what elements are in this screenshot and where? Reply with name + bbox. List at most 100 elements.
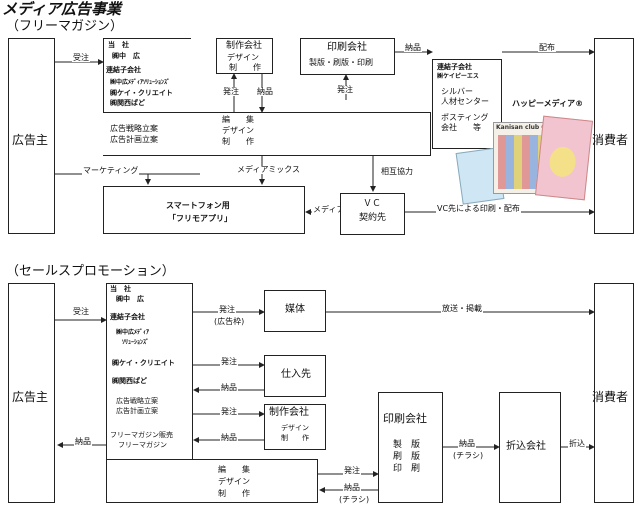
vc-box: ＶＣ 契約先 — [340, 193, 405, 235]
advertiser-box-bottom: 広告主 — [8, 283, 55, 503]
insert-company-box: 折込会社 — [499, 392, 561, 503]
sales-line: フリーマガジン — [118, 441, 167, 449]
insert-label: 折込 — [568, 439, 586, 448]
planning-line: 広告計画立案 — [116, 407, 158, 415]
print-line: 製 版 — [393, 440, 421, 450]
supplier-box: 仕入先 — [264, 355, 326, 397]
app-line: 「フリモアプリ」 — [168, 214, 232, 223]
marketing-label: マーケティング — [82, 166, 140, 175]
magazine-image: Kanisan club 6 — [455, 110, 594, 205]
print-order-label: 発注 — [343, 466, 361, 475]
print-line: 刷 版 — [393, 452, 421, 462]
mediamix-label: メディアミックス — [236, 165, 302, 174]
print-line: 製版・刷版・印刷 — [309, 58, 373, 67]
distribute-label: 配布 — [538, 43, 556, 52]
company-box-bottom — [106, 283, 193, 460]
company-line: ㈱中 広 — [112, 52, 140, 60]
consumer-label: 消費者 — [592, 133, 629, 147]
order-label: 発注 — [336, 85, 354, 94]
planning-line: 広告計画立案 — [110, 135, 158, 144]
company-plan-box-top — [103, 112, 431, 156]
prod-line: 制作会社 — [269, 407, 309, 418]
advertiser-label: 広告主 — [12, 133, 49, 147]
vc-line: 契約先 — [359, 213, 387, 223]
delivery-label-left: 納品 — [74, 437, 92, 446]
vc-line: ＶＣ — [363, 199, 382, 209]
section-title-salespromotion: （セールスプロモーション） — [6, 264, 175, 279]
print-delivery-sub-label: (チラシ) — [338, 495, 371, 504]
company-line: ㈱関西ぱど — [110, 99, 145, 107]
vc-print-label: VC先による印刷・配布 — [436, 204, 521, 213]
delivery-label: 納品 — [256, 87, 274, 96]
edit-line: 制 作 — [222, 137, 254, 146]
order-label-top: 受注 — [72, 53, 90, 62]
edit-line: デザイン — [218, 477, 250, 486]
sales-line: フリーマガジン販売 — [110, 431, 173, 439]
insert-delivery-label: 納品 — [458, 439, 476, 448]
magazine-cover-pink — [534, 115, 594, 201]
distribution-subsidiary-box: 連結子会社 ㈱ケイピーエス シルバー 人材センター ポスティング 会社 等 — [432, 59, 502, 149]
print-line: 印刷会社 — [383, 412, 427, 425]
happy-media-label: ハッピーメディア® — [512, 99, 584, 108]
app-box: スマートフォン用 「フリモアプリ」 — [103, 186, 305, 234]
insert-delivery-sub-label: (チラシ) — [452, 451, 485, 460]
prod-line: 制 作 — [229, 63, 261, 72]
company-line: ㈱中 広 — [116, 295, 144, 303]
media-label: 媒体 — [285, 304, 305, 315]
print-delivery-label: 納品 — [343, 483, 361, 492]
print-line: 印 刷 — [393, 464, 421, 474]
consumer-label: 消費者 — [592, 390, 629, 404]
supplier-order-label: 発注 — [220, 357, 238, 366]
print-line: 印刷会社 — [327, 42, 367, 53]
company-line: 当 社 — [110, 285, 131, 293]
company-line: 連結子会社 — [106, 66, 141, 74]
media-box: 媒体 — [264, 290, 326, 332]
sub-line: 連結子会社 — [437, 63, 472, 71]
order-label-bottom: 受注 — [72, 307, 90, 316]
edit-box-bottom — [106, 459, 318, 503]
prod-line: デザイン — [227, 53, 259, 62]
edit-line: 制 作 — [218, 489, 250, 498]
printing-company-box-bottom: 印刷会社 製 版 刷 版 印 刷 — [378, 392, 443, 503]
advertiser-label: 広告主 — [12, 390, 49, 404]
planning-line: 広告戦略立案 — [110, 124, 158, 133]
edit-line: デザイン — [222, 126, 254, 135]
printing-company-box-top: 印刷会社 製版・刷版・印刷 — [300, 38, 395, 75]
planning-line: 広告戦略立案 — [116, 397, 158, 405]
media-order-sub-label: (広告枠) — [213, 317, 246, 326]
prod-line: デザイン — [281, 424, 309, 432]
company-line: 連結子会社 — [110, 313, 145, 321]
magazine-illustration — [548, 145, 578, 179]
page-title: メディア広告事業 — [2, 0, 121, 18]
supplier-label: 仕入先 — [281, 369, 311, 380]
broadcast-label: 放送・掲載 — [441, 304, 483, 313]
company-line: 当 社 — [108, 41, 129, 49]
company-line: ㈱ケイ・クリエイト — [110, 89, 173, 97]
production-company-box-bottom: 制作会社 デザイン 制 作 — [264, 404, 326, 450]
company-line: ㈱関西ぱど — [112, 377, 147, 385]
order-label: 発注 — [222, 87, 240, 96]
sub-line: 人材センター — [441, 97, 489, 106]
edit-line: 編 集 — [218, 465, 250, 474]
mutual-cooperation-label: 相互協力 — [380, 167, 414, 176]
app-line: スマートフォン用 — [166, 201, 230, 210]
company-line: ㈱中広ﾒﾃﾞｨｱ — [116, 329, 150, 336]
company-line: ｿﾘｭｰｼｮﾝｽﾞ — [122, 339, 150, 346]
sub-line: ㈱ケイピーエス — [437, 73, 479, 80]
sub-line: シルバー — [441, 87, 473, 96]
media-order-label: 発注 — [218, 305, 236, 314]
sub-line: ポスティング — [441, 113, 489, 122]
supplier-delivery-label: 納品 — [220, 383, 238, 392]
prod-line: 制作会社 — [226, 41, 263, 51]
prod-line: 制 作 — [281, 434, 309, 442]
production-company-box-top: 制作会社 デザイン 制 作 — [216, 38, 273, 74]
company-line: ㈱中広ﾒﾃﾞｨｱｿﾘｭｰｼｮﾝｽﾞ — [110, 79, 171, 86]
magazine-title: Kanisan club 6 — [496, 124, 546, 131]
consumer-box-bottom: 消費者 — [592, 283, 634, 503]
sub-line: 会社 等 — [441, 123, 481, 132]
company-line: ㈱ケイ・クリエイト — [112, 359, 175, 367]
section-title-freemagazine: （フリーマガジン） — [6, 19, 124, 34]
prod-order-label: 発注 — [220, 407, 238, 416]
delivery-label: 納品 — [404, 43, 422, 52]
advertiser-box-top: 広告主 — [8, 38, 55, 234]
